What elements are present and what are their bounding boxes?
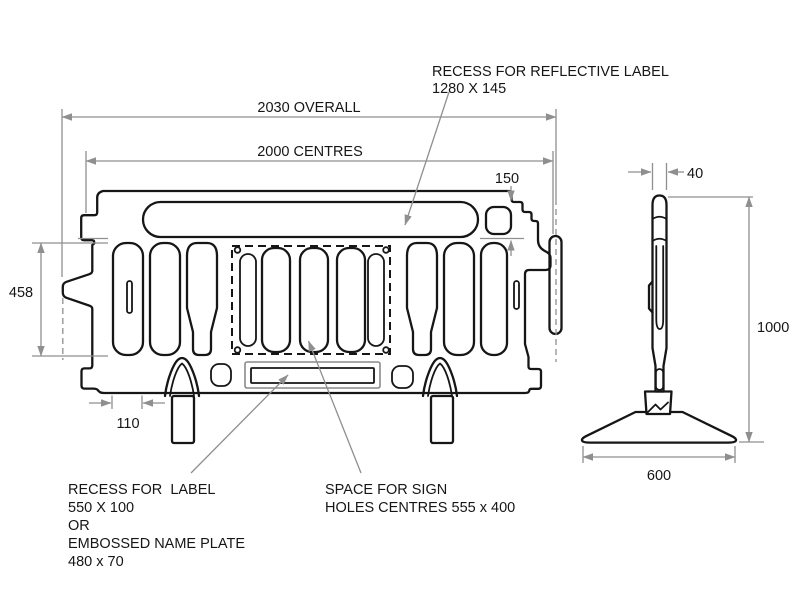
sign-label-line1: SPACE FOR SIGN [325, 482, 447, 498]
slot-tapered [405, 241, 439, 357]
socket-break-line [647, 401, 669, 413]
slot [442, 241, 476, 357]
reflective-label-recess [141, 200, 480, 239]
dim-text-2030: 2030 OVERALL [257, 100, 360, 116]
foot-tread-right-inner [427, 362, 453, 397]
dim-text-2000: 2000 CENTRES [257, 144, 363, 160]
base-foot [580, 410, 738, 444]
name-plate-recess-outer [244, 361, 381, 389]
blade-side-clip [647, 280, 654, 314]
foot-tread-left-inner [169, 362, 195, 397]
sign-fixing-hole [382, 246, 390, 254]
slot [111, 241, 145, 357]
side-slit-left [126, 280, 133, 314]
sign-fixing-hole [233, 246, 242, 254]
slot [479, 241, 509, 357]
blade-lower-slot [654, 368, 665, 391]
leg-right [429, 394, 455, 445]
sign-fixing-hole [233, 346, 242, 354]
sign-bracket-left [239, 253, 257, 347]
leader-sign-space [307, 340, 362, 474]
sign-space-dashed-rect [231, 245, 391, 355]
dim-text-40: 40 [687, 166, 703, 182]
dim-text-600: 600 [647, 468, 671, 484]
recess-label-line2: 550 X 100 [68, 500, 134, 516]
side-view [580, 194, 738, 444]
slot [335, 246, 367, 354]
leader-reflective-label [404, 91, 450, 226]
recess-label-line5: 480 x 70 [68, 554, 124, 570]
reflective-label-line1: RECESS FOR REFLECTIVE LABEL [432, 64, 669, 80]
annotations: RECESS FOR REFLECTIVE LABEL 1280 X 145 R… [68, 64, 669, 570]
leg-left [170, 394, 196, 445]
sign-bracket-right [367, 253, 385, 347]
base-socket [643, 390, 673, 416]
front-view [61, 189, 563, 445]
foot-tread-right [421, 356, 459, 398]
blade-segment-line [651, 215, 668, 220]
leader-recess-label [190, 374, 289, 474]
blade-inner-cavity [655, 245, 665, 330]
bottom-aperture-left [210, 363, 232, 387]
dim-text-1000: 1000 [757, 320, 789, 336]
sign-fixing-hole [382, 346, 390, 354]
dim-text-110: 110 [116, 416, 139, 432]
top-right-aperture [484, 205, 513, 236]
dimensions: 2030 OVERALL 2000 CENTRES 150 458 110 40 [9, 100, 789, 484]
leader-lines [190, 91, 450, 474]
blade-profile [651, 194, 668, 393]
slot [260, 246, 292, 354]
barrier-outline [61, 189, 552, 395]
slot [298, 246, 330, 354]
dim-text-458: 458 [9, 285, 33, 301]
bottom-aperture-right [391, 365, 414, 389]
slot [148, 241, 182, 357]
recess-label-line3: OR [68, 518, 90, 534]
dim-text-150: 150 [495, 171, 519, 187]
recess-label-line1: RECESS FOR LABEL [68, 482, 215, 498]
sign-label-line2: HOLES CENTRES 555 x 400 [325, 500, 515, 516]
reflective-label-line2: 1280 X 145 [432, 81, 506, 97]
foot-tread-left [163, 356, 201, 398]
blade-segment-line [651, 237, 668, 242]
slot-tapered [185, 241, 219, 357]
name-plate-recess-inner [250, 367, 375, 384]
recess-label-line4: EMBOSSED NAME PLATE [68, 536, 245, 552]
side-slit-right [513, 280, 520, 310]
